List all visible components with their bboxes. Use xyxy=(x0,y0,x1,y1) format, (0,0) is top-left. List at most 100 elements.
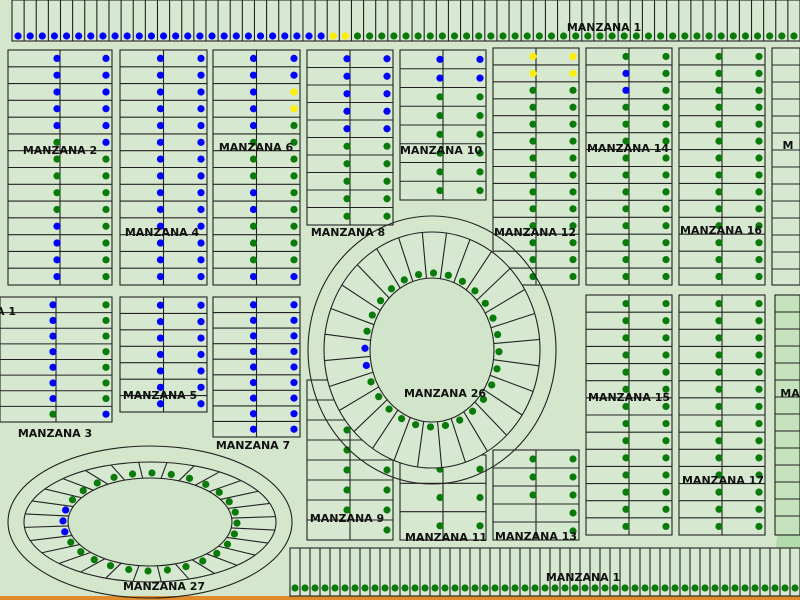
lot-marker-available[interactable] xyxy=(569,120,577,128)
lot-marker-available[interactable] xyxy=(755,317,763,325)
lot-marker-available[interactable] xyxy=(661,584,669,592)
lot-marker-available[interactable] xyxy=(199,557,207,565)
lot-marker-sold[interactable] xyxy=(249,88,258,96)
lot-marker-available[interactable] xyxy=(249,138,258,146)
lot-marker-sold[interactable] xyxy=(102,54,110,62)
lot-marker-available[interactable] xyxy=(596,32,604,40)
lot-marker-sold[interactable] xyxy=(156,222,165,230)
lot-marker-sold[interactable] xyxy=(197,273,205,281)
lot-marker-available[interactable] xyxy=(715,419,723,428)
lot-marker-sold[interactable] xyxy=(147,32,156,40)
lot-marker-sold[interactable] xyxy=(197,155,205,163)
lot-marker-reserved[interactable] xyxy=(290,105,298,113)
lot-marker-sold[interactable] xyxy=(256,32,265,40)
lot-marker-available[interactable] xyxy=(102,155,110,163)
lot-marker-available[interactable] xyxy=(529,222,537,230)
lot-marker-available[interactable] xyxy=(715,385,723,393)
lot-marker-available[interactable] xyxy=(391,584,399,592)
lot-marker-sold[interactable] xyxy=(197,334,205,342)
lot-marker-sold[interactable] xyxy=(317,32,325,40)
lot-marker-available[interactable] xyxy=(711,584,719,592)
lot-marker-available[interactable] xyxy=(225,498,233,506)
lot-marker-available[interactable] xyxy=(400,276,408,284)
lot-marker-sold[interactable] xyxy=(249,301,258,309)
lot-marker-available[interactable] xyxy=(426,32,434,40)
lot-marker-available[interactable] xyxy=(569,154,577,162)
lot-marker-available[interactable] xyxy=(488,381,496,389)
lot-marker-available[interactable] xyxy=(79,486,87,495)
lot-marker-available[interactable] xyxy=(755,402,763,411)
lot-marker-available[interactable] xyxy=(383,177,391,185)
lot-marker-available[interactable] xyxy=(641,584,649,592)
lot-marker-sold[interactable] xyxy=(290,347,298,356)
lot-marker-sold[interactable] xyxy=(249,347,258,356)
lot-marker-available[interactable] xyxy=(343,446,351,454)
lot-marker-sold[interactable] xyxy=(343,107,351,115)
lot-marker-available[interactable] xyxy=(529,137,537,145)
lot-marker-available[interactable] xyxy=(249,239,258,247)
lot-marker-available[interactable] xyxy=(471,287,479,295)
lot-marker-sold[interactable] xyxy=(293,32,301,40)
lot-marker-sold[interactable] xyxy=(156,172,165,180)
lot-marker-available[interactable] xyxy=(701,584,709,592)
lot-marker-available[interactable] xyxy=(290,256,298,264)
lot-marker-available[interactable] xyxy=(715,120,723,128)
lot-marker-available[interactable] xyxy=(569,188,577,196)
lot-marker-sold[interactable] xyxy=(87,32,95,40)
lot-marker-available[interactable] xyxy=(383,142,391,150)
lot-marker-sold[interactable] xyxy=(53,222,61,230)
lot-marker-available[interactable] xyxy=(755,385,763,393)
lot-marker-available[interactable] xyxy=(662,299,670,308)
lot-marker-sold[interactable] xyxy=(102,105,110,113)
lot-marker-available[interactable] xyxy=(368,311,376,319)
lot-marker-available[interactable] xyxy=(622,154,630,162)
lot-marker-available[interactable] xyxy=(249,172,258,180)
lot-marker-available[interactable] xyxy=(755,419,763,428)
lot-marker-available[interactable] xyxy=(656,32,665,40)
lot-marker-available[interactable] xyxy=(622,385,630,393)
lot-marker-available[interactable] xyxy=(755,86,763,94)
lot-marker-available[interactable] xyxy=(591,584,599,592)
lot-marker-available[interactable] xyxy=(511,32,519,40)
lot-marker-sold[interactable] xyxy=(208,32,216,40)
lot-marker-available[interactable] xyxy=(487,32,495,40)
lot-marker-available[interactable] xyxy=(755,69,763,77)
lot-marker-available[interactable] xyxy=(102,273,110,281)
lot-marker-sold[interactable] xyxy=(156,334,165,342)
lot-marker-available[interactable] xyxy=(715,205,723,213)
lot-marker-available[interactable] xyxy=(499,32,507,40)
lot-marker-available[interactable] xyxy=(569,222,577,230)
lot-marker-available[interactable] xyxy=(148,469,156,477)
lot-marker-available[interactable] xyxy=(755,137,763,145)
lot-marker-available[interactable] xyxy=(569,473,577,481)
lot-marker-sold[interactable] xyxy=(99,32,107,40)
lot-marker-sold[interactable] xyxy=(102,138,110,146)
lot-marker-available[interactable] xyxy=(662,437,670,445)
lot-marker-sold[interactable] xyxy=(156,205,165,214)
lot-marker-available[interactable] xyxy=(761,584,769,592)
lot-marker-available[interactable] xyxy=(569,205,577,213)
lot-marker-available[interactable] xyxy=(529,455,537,463)
lot-marker-sold[interactable] xyxy=(53,273,61,281)
lot-marker-available[interactable] xyxy=(341,584,349,592)
lot-marker-sold[interactable] xyxy=(249,121,258,130)
lot-marker-available[interactable] xyxy=(715,188,723,196)
lot-marker-available[interactable] xyxy=(715,317,723,325)
lot-marker-sold[interactable] xyxy=(197,350,205,359)
lot-marker-available[interactable] xyxy=(529,188,537,196)
lot-marker-sold[interactable] xyxy=(111,32,119,40)
lot-marker-sold[interactable] xyxy=(197,400,205,408)
lot-marker-available[interactable] xyxy=(461,584,469,592)
lot-marker-available[interactable] xyxy=(476,93,484,101)
lot-marker-available[interactable] xyxy=(481,584,489,592)
lot-marker-available[interactable] xyxy=(755,52,763,61)
lot-marker-available[interactable] xyxy=(102,239,110,247)
lot-marker-available[interactable] xyxy=(611,584,619,592)
lot-marker-available[interactable] xyxy=(622,52,630,61)
lot-marker-available[interactable] xyxy=(444,271,452,279)
lot-marker-available[interactable] xyxy=(49,410,57,418)
lot-marker-sold[interactable] xyxy=(197,301,205,309)
lot-marker-available[interactable] xyxy=(622,188,630,196)
lot-marker-sold[interactable] xyxy=(343,90,351,98)
lot-marker-available[interactable] xyxy=(755,351,763,359)
